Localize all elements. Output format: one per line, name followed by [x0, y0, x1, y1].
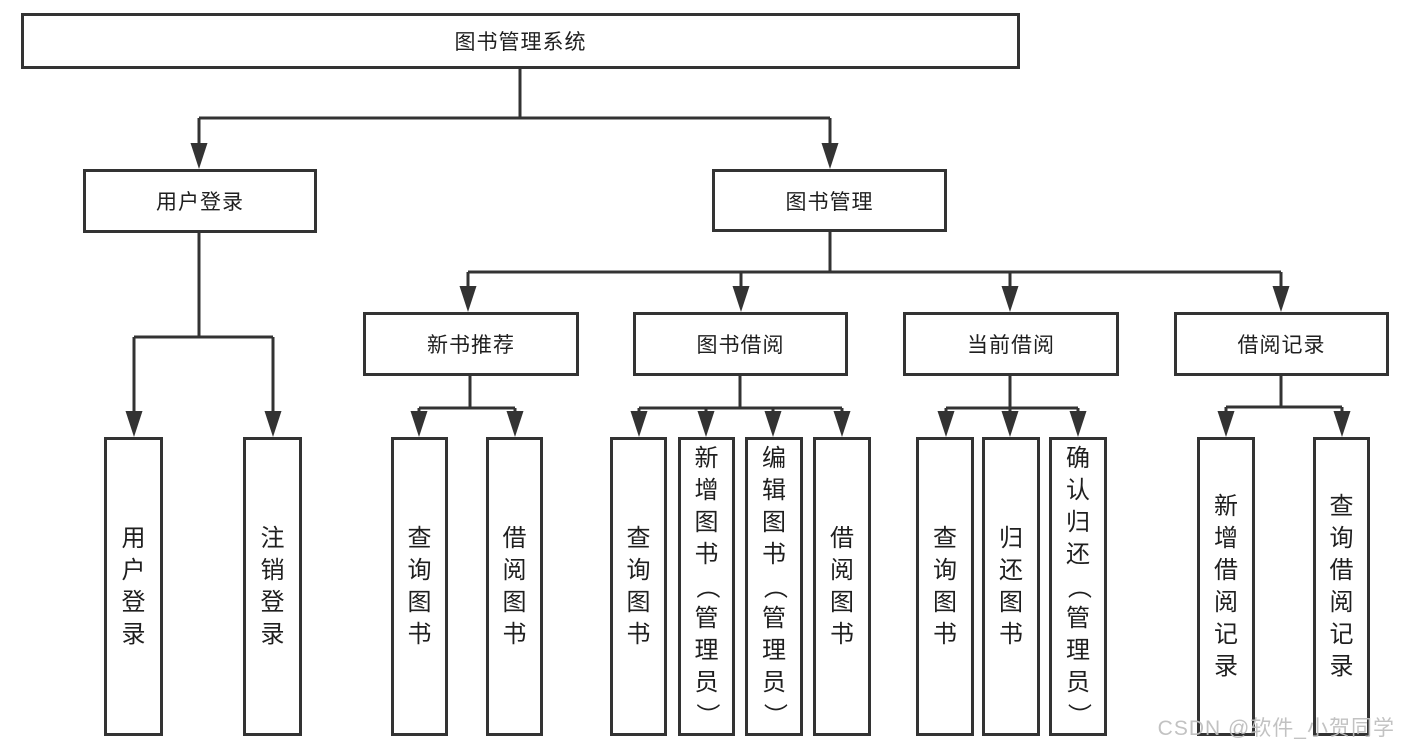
node-bb-edit-books-admin: 编辑图书（管理员） — [745, 437, 803, 736]
node-borrow-records-label: 借阅记录 — [1237, 334, 1326, 357]
node-borrow-records: 借阅记录 — [1174, 312, 1389, 376]
node-nbr-query-books-label: 查询图书 — [407, 524, 432, 648]
node-nbr-borrow-books-label: 借阅图书 — [502, 524, 527, 648]
node-new-book-recommend: 新书推荐 — [363, 312, 579, 376]
node-user-login-label: 用户登录 — [156, 191, 244, 214]
node-cb-confirm-return-admin-label: 确认归还（管理员） — [1065, 444, 1092, 727]
node-br-query-record: 查询借阅记录 — [1313, 437, 1370, 736]
node-logout-action: 注销登录 — [243, 437, 302, 736]
node-bb-borrow-books: 借阅图书 — [813, 437, 871, 736]
node-bb-edit-books-admin-label: 编辑图书（管理员） — [761, 444, 788, 727]
node-nbr-query-books: 查询图书 — [391, 437, 448, 736]
node-bb-query-books: 查询图书 — [610, 437, 667, 736]
node-cb-confirm-return-admin: 确认归还（管理员） — [1049, 437, 1107, 736]
node-bb-add-books-admin-label: 新增图书（管理员） — [693, 444, 721, 727]
node-bb-add-books-admin: 新增图书（管理员） — [678, 437, 735, 736]
node-current-borrow: 当前借阅 — [903, 312, 1119, 376]
node-user-login: 用户登录 — [83, 169, 317, 233]
csdn-watermark: CSDN @软件_小贺同学 — [1157, 717, 1395, 740]
node-book-management: 图书管理 — [712, 169, 947, 232]
node-bb-query-books-label: 查询图书 — [626, 524, 651, 648]
node-root-label: 图书管理系统 — [454, 31, 587, 54]
node-new-book-recommend-label: 新书推荐 — [427, 334, 515, 357]
node-book-borrow-label: 图书借阅 — [696, 334, 785, 357]
node-user-login-action: 用户登录 — [104, 437, 163, 736]
node-current-borrow-label: 当前借阅 — [967, 334, 1055, 357]
node-br-add-record: 新增借阅记录 — [1197, 437, 1255, 736]
node-br-add-record-label: 新增借阅记录 — [1214, 492, 1238, 680]
node-cb-query-books: 查询图书 — [916, 437, 974, 736]
node-user-login-action-label: 用户登录 — [121, 524, 146, 648]
node-cb-return-books: 归还图书 — [982, 437, 1040, 736]
node-root: 图书管理系统 — [21, 13, 1020, 69]
node-cb-query-books-label: 查询图书 — [933, 524, 957, 648]
node-cb-return-books-label: 归还图书 — [999, 524, 1023, 648]
node-logout-action-label: 注销登录 — [260, 524, 285, 648]
node-book-borrow: 图书借阅 — [633, 312, 848, 376]
node-nbr-borrow-books: 借阅图书 — [486, 437, 543, 736]
node-bb-borrow-books-label: 借阅图书 — [830, 524, 854, 648]
node-br-query-record-label: 查询借阅记录 — [1329, 492, 1354, 680]
node-book-management-label: 图书管理 — [785, 190, 874, 214]
